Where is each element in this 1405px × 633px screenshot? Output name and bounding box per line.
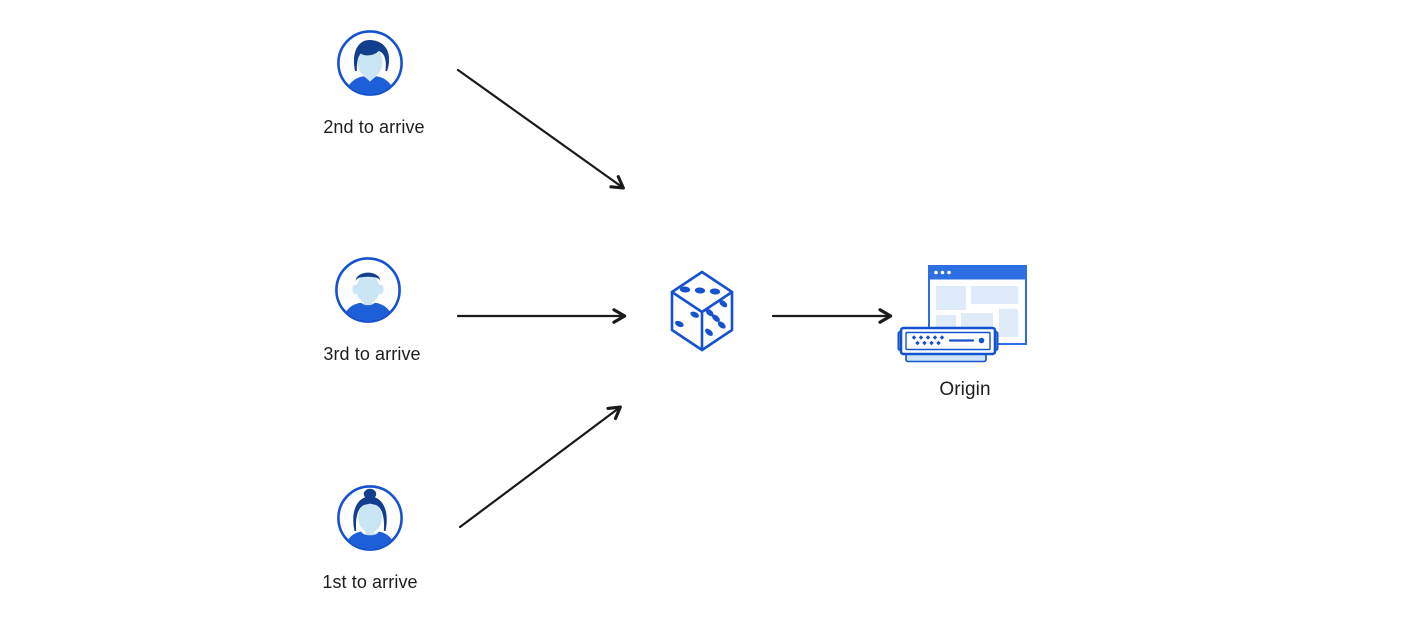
origin-server-browser-icon bbox=[897, 265, 1027, 363]
arrow-client2-to-dice bbox=[456, 68, 625, 190]
server-rack bbox=[897, 326, 999, 363]
dice-edges bbox=[670, 290, 734, 352]
avatar-neck bbox=[363, 298, 373, 309]
dice-pips bbox=[674, 286, 728, 336]
server-face bbox=[905, 331, 991, 351]
client-label-3rd: 3rd to arrive bbox=[323, 344, 421, 364]
server-vent-diamonds bbox=[911, 335, 945, 346]
avatar-face bbox=[358, 502, 382, 533]
dice-icon bbox=[670, 270, 734, 352]
browser-window-dots bbox=[934, 270, 951, 275]
avatar-neck bbox=[365, 72, 375, 81]
avatar-hair bbox=[355, 272, 381, 282]
server-status-dot bbox=[978, 337, 985, 344]
browser-content-blocks bbox=[936, 286, 1018, 337]
female-avatar-bun-icon bbox=[337, 485, 403, 551]
avatar-hair bbox=[353, 496, 387, 531]
avatar-hair-bun bbox=[363, 488, 377, 500]
origin-label: Origin bbox=[939, 379, 991, 400]
avatar-face bbox=[356, 274, 380, 304]
client-label-2nd: 2nd to arrive bbox=[323, 117, 425, 137]
male-avatar-swept-hair-icon bbox=[337, 30, 403, 96]
avatar-hair bbox=[353, 39, 390, 71]
arrow-client1-to-dice bbox=[458, 405, 622, 529]
client-label-1st: 1st to arrive bbox=[322, 572, 418, 592]
browser-titlebar bbox=[928, 265, 1027, 280]
male-avatar-flat-hair-icon bbox=[335, 257, 401, 323]
